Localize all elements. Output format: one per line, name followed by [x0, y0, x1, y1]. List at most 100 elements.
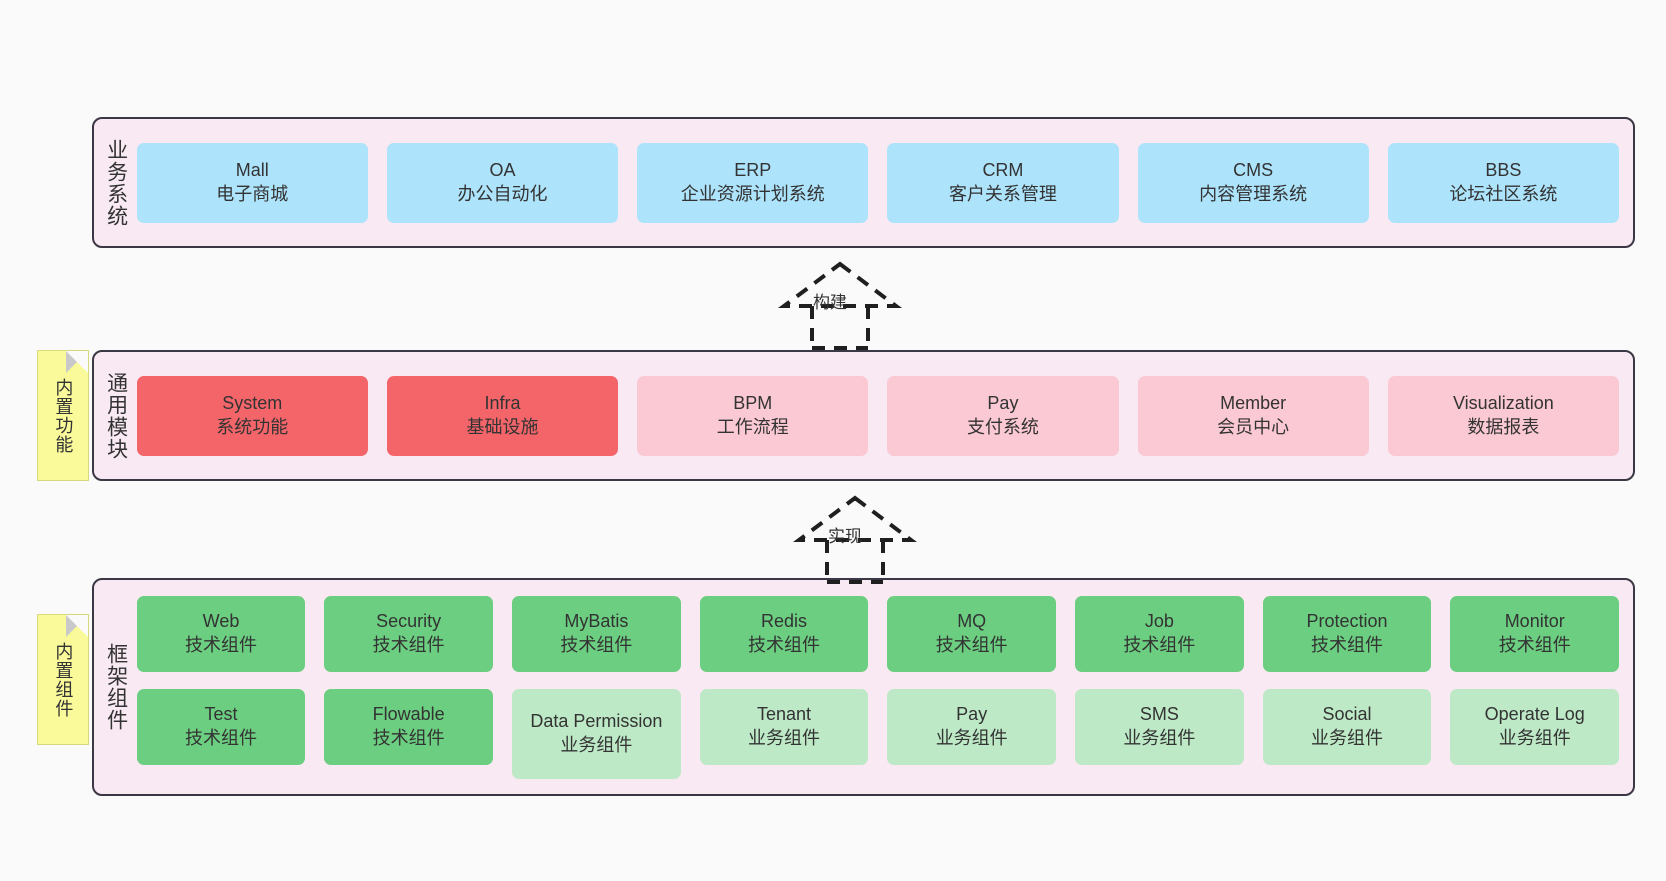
box-web[interactable]: Web 技术组件 — [136, 595, 306, 672]
box-subtitle: 技术组件 — [1123, 634, 1196, 655]
generalization-arrow-icon — [778, 261, 902, 350]
box-subtitle: 技术组件 — [1311, 634, 1384, 655]
box-monitor[interactable]: Monitor 技术组件 — [1450, 595, 1620, 672]
box-protection[interactable]: Protection 技术组件 — [1262, 595, 1432, 672]
box-subtitle: 会员中心 — [1217, 416, 1290, 437]
box-title: Pay — [956, 704, 988, 725]
box-title: Mall — [235, 160, 269, 181]
box-subtitle: 业务组件 — [1311, 727, 1384, 748]
box-title: System — [222, 393, 283, 414]
box-title: Pay — [987, 393, 1019, 414]
box-subtitle: 技术组件 — [748, 634, 821, 655]
box-subtitle: 业务组件 — [1123, 727, 1196, 748]
box-mq[interactable]: MQ 技术组件 — [887, 595, 1057, 672]
box-infra[interactable]: Infra 基础设施 — [386, 375, 619, 456]
box-crm[interactable]: CRM 客户关系管理 — [887, 142, 1119, 223]
box-data-permission[interactable]: Data Permission 业务组件 — [512, 688, 681, 779]
box-security[interactable]: Security 技术组件 — [324, 595, 494, 672]
connector-build-label: 构建 — [813, 293, 847, 312]
layer-body-common-modules: System 系统功能 Infra 基础设施 BPM 工作流程 Pay 支付系统… — [135, 352, 1633, 479]
box-title: CRM — [982, 160, 1024, 181]
box-bbs[interactable]: BBS 论坛社区系统 — [1387, 142, 1619, 223]
layer-title-framework-components: 框架组件 — [104, 643, 128, 731]
layer-framework-components: 框架组件 Web 技术组件 Security 技术组件 MyBatis 技术组件… — [92, 578, 1635, 796]
box-row: Test 技术组件 Flowable 技术组件 Data Permission … — [136, 688, 1620, 779]
box-title: Tenant — [757, 704, 812, 725]
box-flowable[interactable]: Flowable 技术组件 — [324, 688, 494, 765]
box-subtitle: 电子商城 — [216, 183, 289, 204]
box-oa[interactable]: OA 办公自动化 — [386, 142, 619, 223]
box-subtitle: 支付系统 — [966, 416, 1039, 437]
generalization-arrow-icon — [793, 495, 917, 584]
box-title: BPM — [733, 393, 773, 414]
box-subtitle: 客户关系管理 — [948, 183, 1057, 204]
box-redis[interactable]: Redis 技术组件 — [699, 595, 869, 672]
note-label: 内置功能 — [53, 377, 74, 454]
layer-business-systems: 业务系统 Mall 电子商城 OA 办公自动化 ERP 企业资源计划系统 CRM… — [92, 117, 1635, 248]
box-member[interactable]: Member 会员中心 — [1137, 375, 1369, 456]
box-subtitle: 论坛社区系统 — [1449, 183, 1558, 204]
box-title: Monitor — [1504, 611, 1565, 632]
box-subtitle: 业务组件 — [1498, 727, 1571, 748]
box-title: MQ — [957, 611, 987, 632]
box-pay-component[interactable]: Pay 业务组件 — [887, 688, 1057, 765]
box-title: MyBatis — [564, 611, 629, 632]
box-subtitle: 基础设施 — [466, 416, 539, 437]
box-subtitle: 业务组件 — [560, 734, 633, 755]
box-pay-module[interactable]: Pay 支付系统 — [887, 375, 1119, 456]
connector-implement: 实现 — [770, 492, 940, 584]
box-subtitle: 技术组件 — [372, 727, 445, 748]
box-title: Infra — [484, 393, 521, 414]
box-subtitle: 数据报表 — [1467, 416, 1540, 437]
layer-body-framework-components: Web 技术组件 Security 技术组件 MyBatis 技术组件 Redi… — [135, 580, 1633, 794]
layer-body-business-systems: Mall 电子商城 OA 办公自动化 ERP 企业资源计划系统 CRM 客户关系… — [135, 119, 1633, 246]
note-label: 内置组件 — [53, 641, 74, 718]
connector-implement-label: 实现 — [828, 527, 862, 546]
box-cms[interactable]: CMS 内容管理系统 — [1137, 142, 1369, 223]
box-title: Redis — [761, 611, 808, 632]
layer-title-business-systems: 业务系统 — [104, 138, 128, 227]
box-subtitle: 业务组件 — [935, 727, 1008, 748]
box-title: Web — [202, 611, 240, 632]
box-system[interactable]: System 系统功能 — [136, 375, 368, 456]
box-subtitle: 系统功能 — [216, 416, 289, 437]
box-subtitle: 技术组件 — [935, 634, 1008, 655]
box-operate-log[interactable]: Operate Log 业务组件 — [1450, 688, 1620, 765]
box-visualization[interactable]: Visualization 数据报表 — [1387, 375, 1619, 456]
box-job[interactable]: Job 技术组件 — [1075, 595, 1244, 672]
box-subtitle: 技术组件 — [1498, 634, 1571, 655]
box-subtitle: 技术组件 — [560, 634, 633, 655]
box-title: Flowable — [372, 704, 445, 725]
box-title: Protection — [1306, 611, 1388, 632]
box-title: Security — [376, 611, 442, 632]
box-title: Job — [1144, 611, 1174, 632]
box-subtitle: 业务组件 — [748, 727, 821, 748]
connector-build: 构建 — [755, 258, 925, 350]
box-subtitle: 技术组件 — [372, 634, 445, 655]
box-row: Mall 电子商城 OA 办公自动化 ERP 企业资源计划系统 CRM 客户关系… — [136, 142, 1619, 223]
box-title: Test — [204, 704, 238, 725]
box-title: ERP — [734, 160, 772, 181]
box-title: Data Permission — [530, 711, 663, 732]
box-test[interactable]: Test 技术组件 — [136, 688, 306, 765]
box-mybatis[interactable]: MyBatis 技术组件 — [512, 595, 681, 672]
box-title: Member — [1220, 393, 1287, 414]
box-tenant[interactable]: Tenant 业务组件 — [699, 688, 869, 765]
layer-title-common-modules: 通用模块 — [104, 371, 128, 460]
box-erp[interactable]: ERP 企业资源计划系统 — [637, 142, 869, 223]
box-subtitle: 工作流程 — [716, 416, 789, 437]
box-title: OA — [489, 160, 516, 181]
box-subtitle: 企业资源计划系统 — [680, 183, 825, 204]
box-title: Social — [1322, 704, 1372, 725]
box-sms[interactable]: SMS 业务组件 — [1075, 688, 1244, 765]
box-title: CMS — [1233, 160, 1274, 181]
box-row: Web 技术组件 Security 技术组件 MyBatis 技术组件 Redi… — [136, 595, 1620, 672]
box-mall[interactable]: Mall 电子商城 — [136, 142, 368, 223]
box-row: System 系统功能 Infra 基础设施 BPM 工作流程 Pay 支付系统… — [136, 375, 1619, 456]
box-bpm[interactable]: BPM 工作流程 — [637, 375, 869, 456]
box-social[interactable]: Social 业务组件 — [1262, 688, 1432, 765]
layer-common-modules: 通用模块 System 系统功能 Infra 基础设施 BPM 工作流程 Pay… — [92, 350, 1635, 481]
box-subtitle: 技术组件 — [185, 634, 257, 655]
box-title: Operate Log — [1484, 704, 1585, 725]
